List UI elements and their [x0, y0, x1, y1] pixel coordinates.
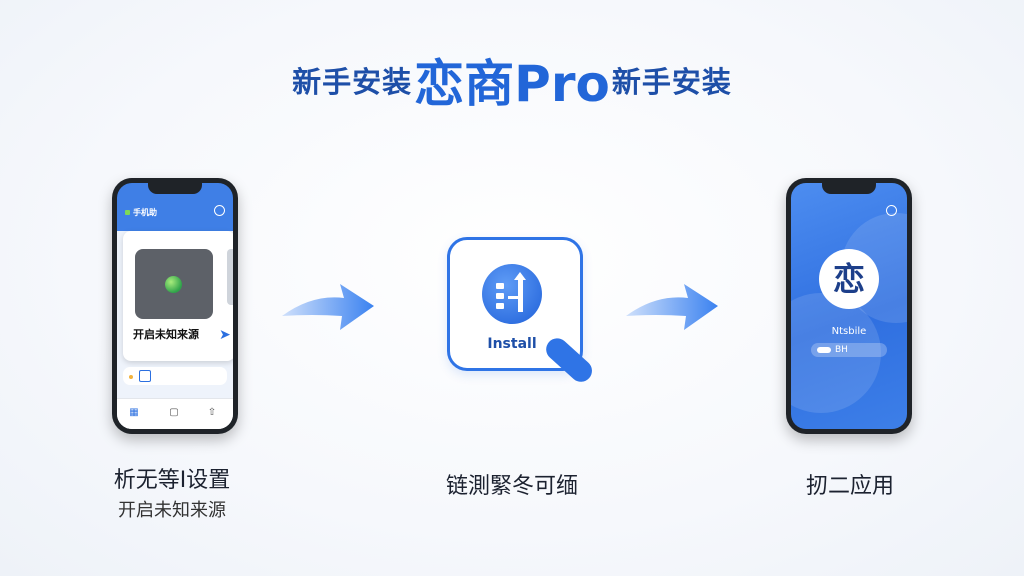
status-text: BH	[835, 345, 848, 355]
settings-card: 开启未知来源 ➤	[123, 231, 233, 361]
title-main: 恋商Pro	[414, 55, 610, 113]
toggle-icon	[817, 346, 831, 353]
step1-caption: 析无等I设置	[113, 468, 231, 493]
page-title: 新手安装恋商Pro新手安装	[0, 44, 1024, 116]
phone-step-1: 手机助 开启未知来源 ➤ ▦ ▢ ⇧	[112, 178, 238, 434]
app-name: Ntsbile	[831, 326, 867, 337]
phone-step-3: 恋 Ntsbile BH	[786, 178, 912, 434]
check-icon	[886, 205, 897, 216]
app-dot-icon	[125, 210, 130, 215]
title-left: 新手安装	[292, 65, 413, 99]
dot-icon	[129, 375, 133, 379]
phone-notch	[148, 183, 202, 194]
phone-notch	[822, 183, 876, 194]
info-icon	[139, 370, 151, 382]
arrow-right-icon	[626, 284, 718, 330]
bottom-nav: ▦ ▢ ⇧	[117, 398, 233, 429]
install-app-icon	[482, 264, 542, 324]
step2-caption: 链測緊冬可缅	[445, 474, 578, 499]
install-card[interactable]: Install	[447, 237, 583, 371]
settings-icon[interactable]	[214, 205, 225, 216]
share-icon[interactable]: ⇧	[207, 407, 217, 418]
chat-icon[interactable]: ▢	[169, 407, 179, 418]
title-right: 新手安装	[611, 65, 732, 99]
status-bar: BH	[811, 343, 887, 357]
app-header: 手机助	[125, 207, 157, 218]
unknown-sources-label[interactable]: 开启未知来源	[133, 328, 199, 341]
side-tab	[227, 249, 233, 305]
list-item[interactable]	[123, 367, 227, 385]
arrow-right-icon	[282, 284, 374, 330]
step3-caption: 扨二应用	[805, 474, 894, 499]
phone-screen: 手机助 开启未知来源 ➤ ▦ ▢ ⇧	[117, 183, 233, 429]
step1-subcaption: 开启未知来源	[118, 500, 226, 521]
app-icon[interactable]: 恋	[819, 249, 879, 309]
cursor-icon: ➤	[219, 327, 231, 343]
app-preview-image	[135, 249, 213, 319]
ball-icon	[165, 276, 182, 293]
app-name: 手机助	[133, 208, 157, 217]
home-icon[interactable]: ▦	[129, 407, 139, 418]
install-label: Install	[487, 336, 537, 352]
phone-screen: 恋 Ntsbile BH	[791, 183, 907, 429]
